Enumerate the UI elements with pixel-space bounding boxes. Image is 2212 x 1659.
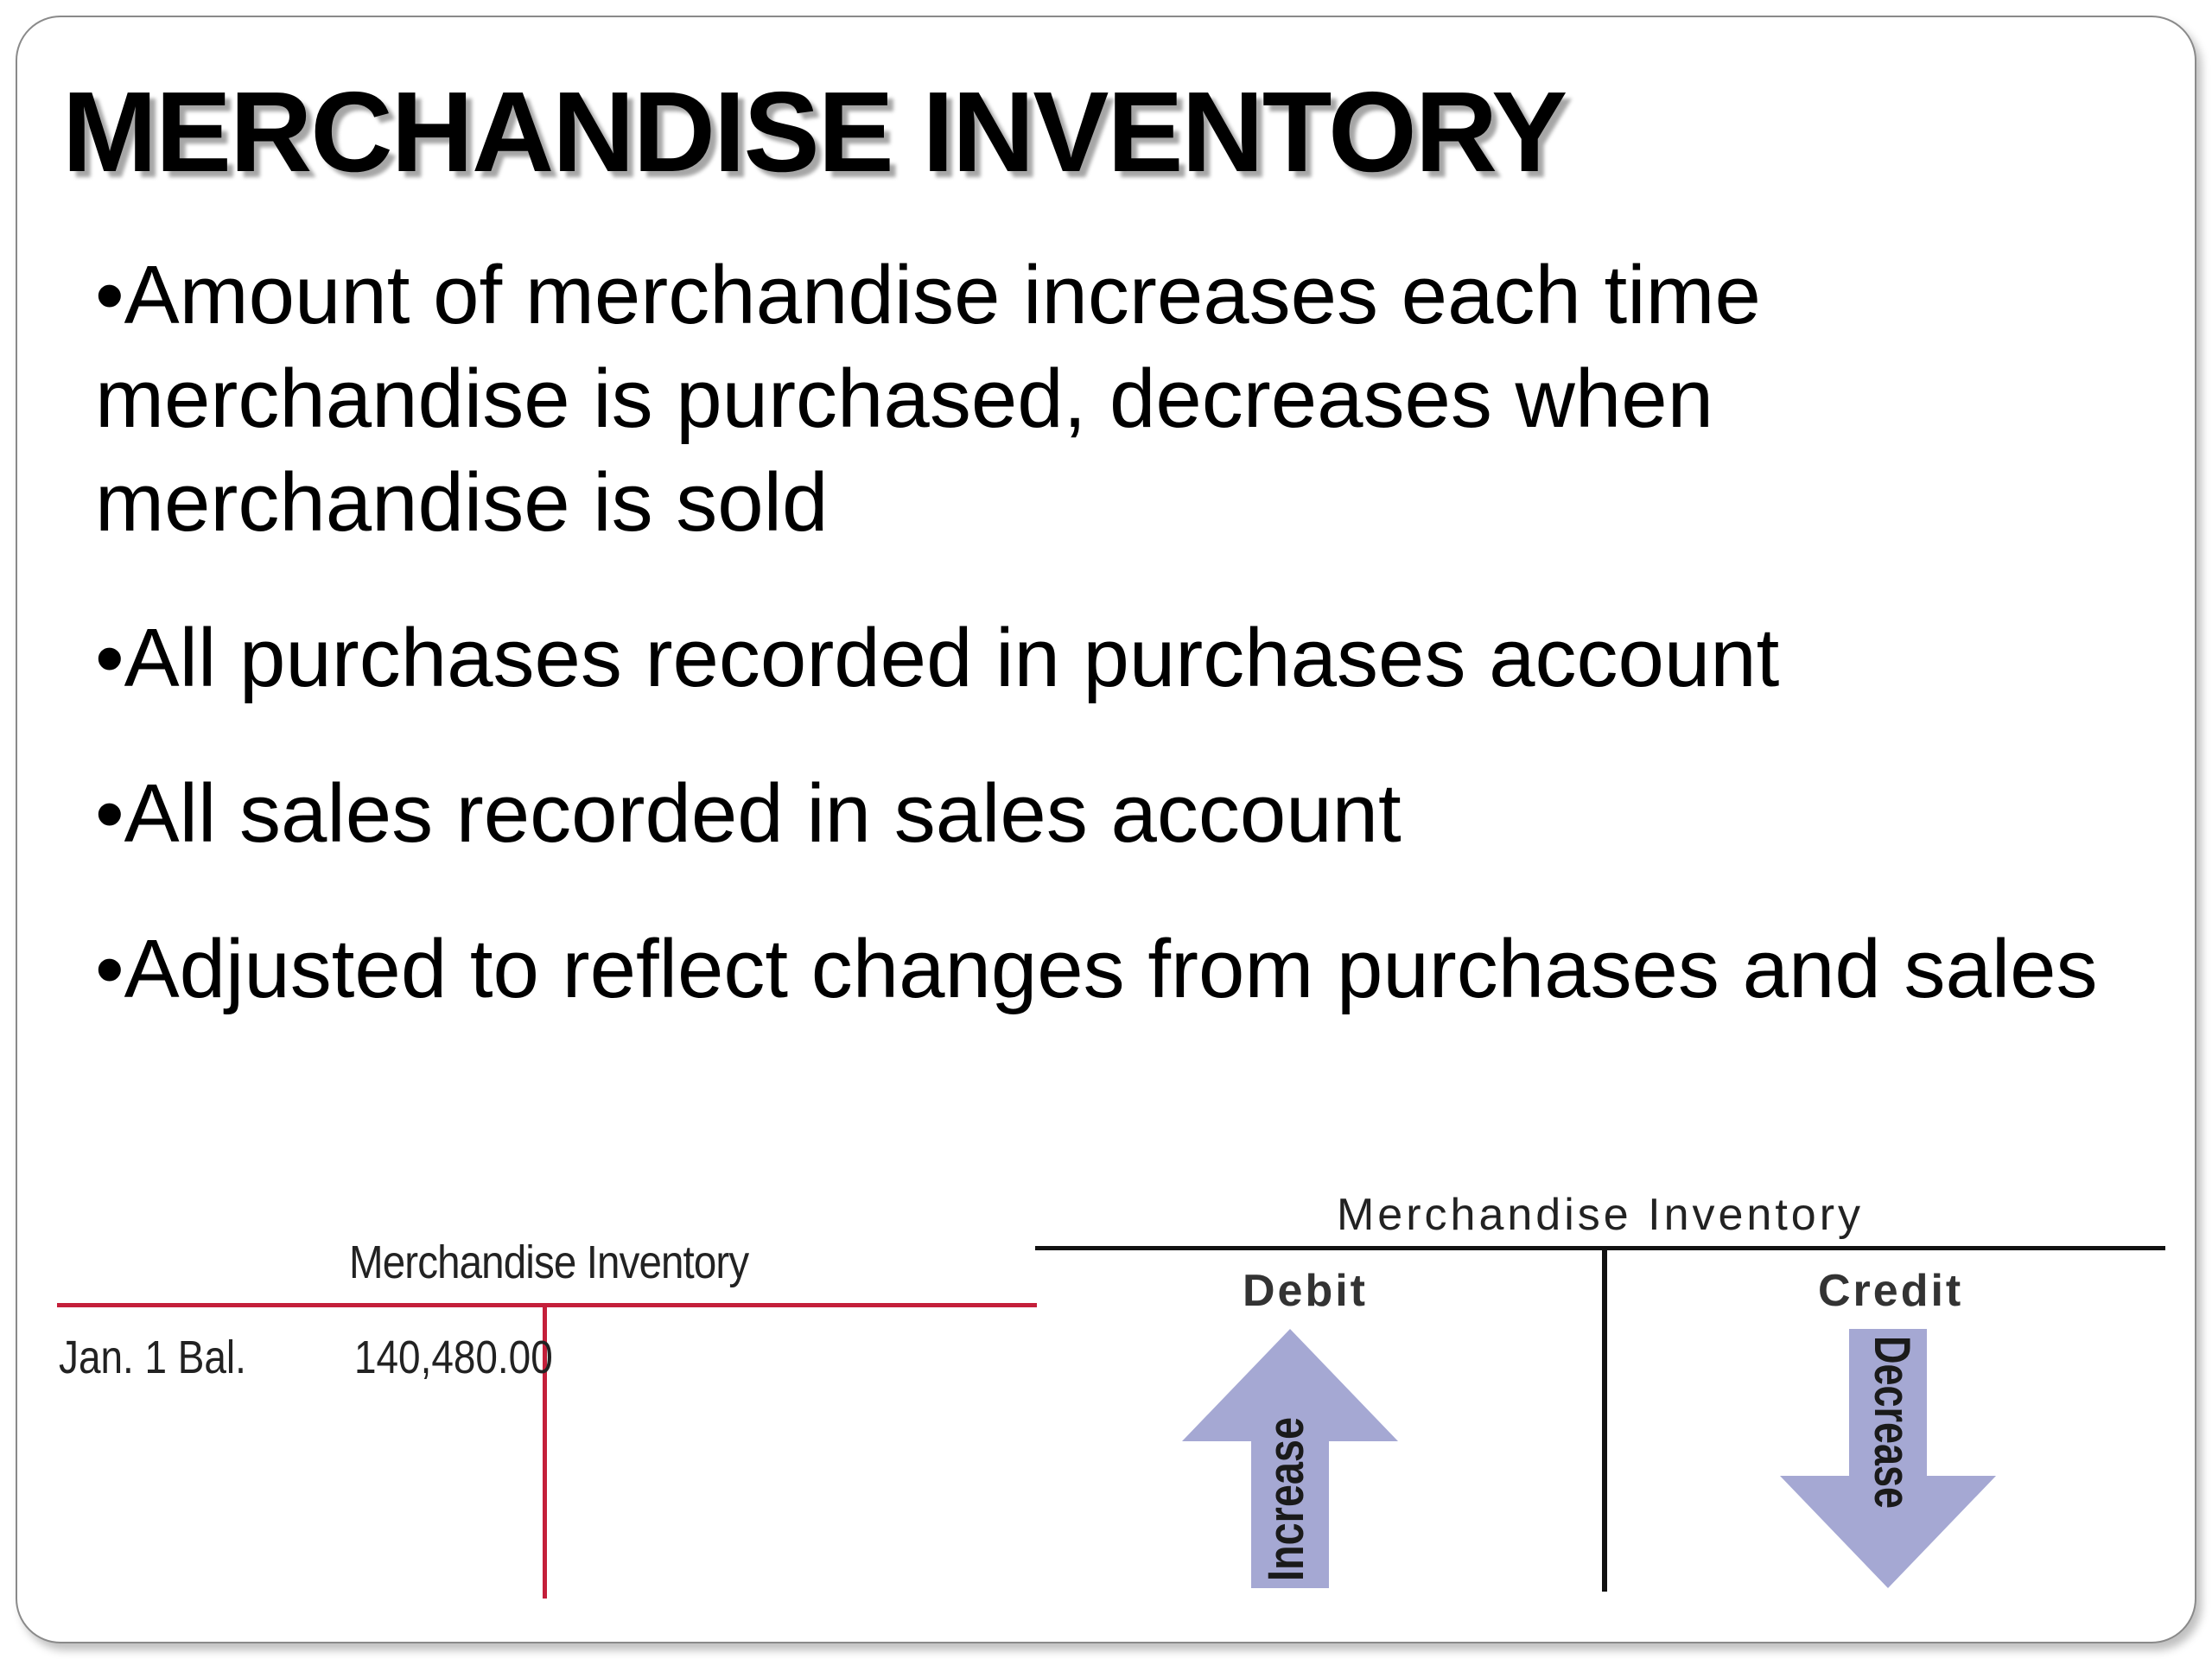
slide-frame: MERCHANDISE INVENTORY •Amount of merchan… [16, 16, 2196, 1643]
t-account-left-vertical-rule [543, 1305, 547, 1599]
decrease-arrow-shape [1780, 1329, 1996, 1588]
bullet-item: •Adjusted to reflect changes from purcha… [95, 923, 2098, 1015]
balance-value: 140,480.00 [354, 1332, 553, 1383]
debit-label: Debit [1243, 1266, 1368, 1316]
credit-label: Credit [1818, 1266, 1964, 1316]
bullet-item: •All sales recorded in sales account [95, 767, 1402, 860]
t-account-right: Merchandise Inventory Debit Credit Incre… [1035, 1184, 2165, 1599]
decrease-label: Decrease [1864, 1336, 1920, 1509]
increase-label: Increase [1258, 1417, 1314, 1581]
balance-label: Jan. 1 Bal. [59, 1332, 246, 1383]
t-account-right-horizontal-rule [1035, 1246, 2165, 1250]
t-account-right-vertical-rule [1602, 1248, 1607, 1592]
increase-arrow-shape [1182, 1329, 1398, 1588]
bullet-list: •Amount of merchandise increases each ti… [95, 244, 2100, 1073]
bullet-item: •All purchases recorded in purchases acc… [95, 612, 1780, 704]
arrow-up-icon: Increase [1182, 1329, 1398, 1588]
t-account-left: Merchandise Inventory Jan. 1 Bal. 140,48… [57, 1210, 1042, 1599]
slide-title: MERCHANDISE INVENTORY [62, 68, 1567, 195]
t-account-left-horizontal-rule [57, 1303, 1037, 1307]
arrow-down-icon: Decrease [1780, 1329, 1996, 1588]
t-account-left-title: Merchandise Inventory [349, 1236, 749, 1288]
t-account-right-title: Merchandise Inventory [1336, 1190, 1865, 1240]
bullet-item: •Amount of merchandise increases each ti… [95, 249, 1761, 549]
